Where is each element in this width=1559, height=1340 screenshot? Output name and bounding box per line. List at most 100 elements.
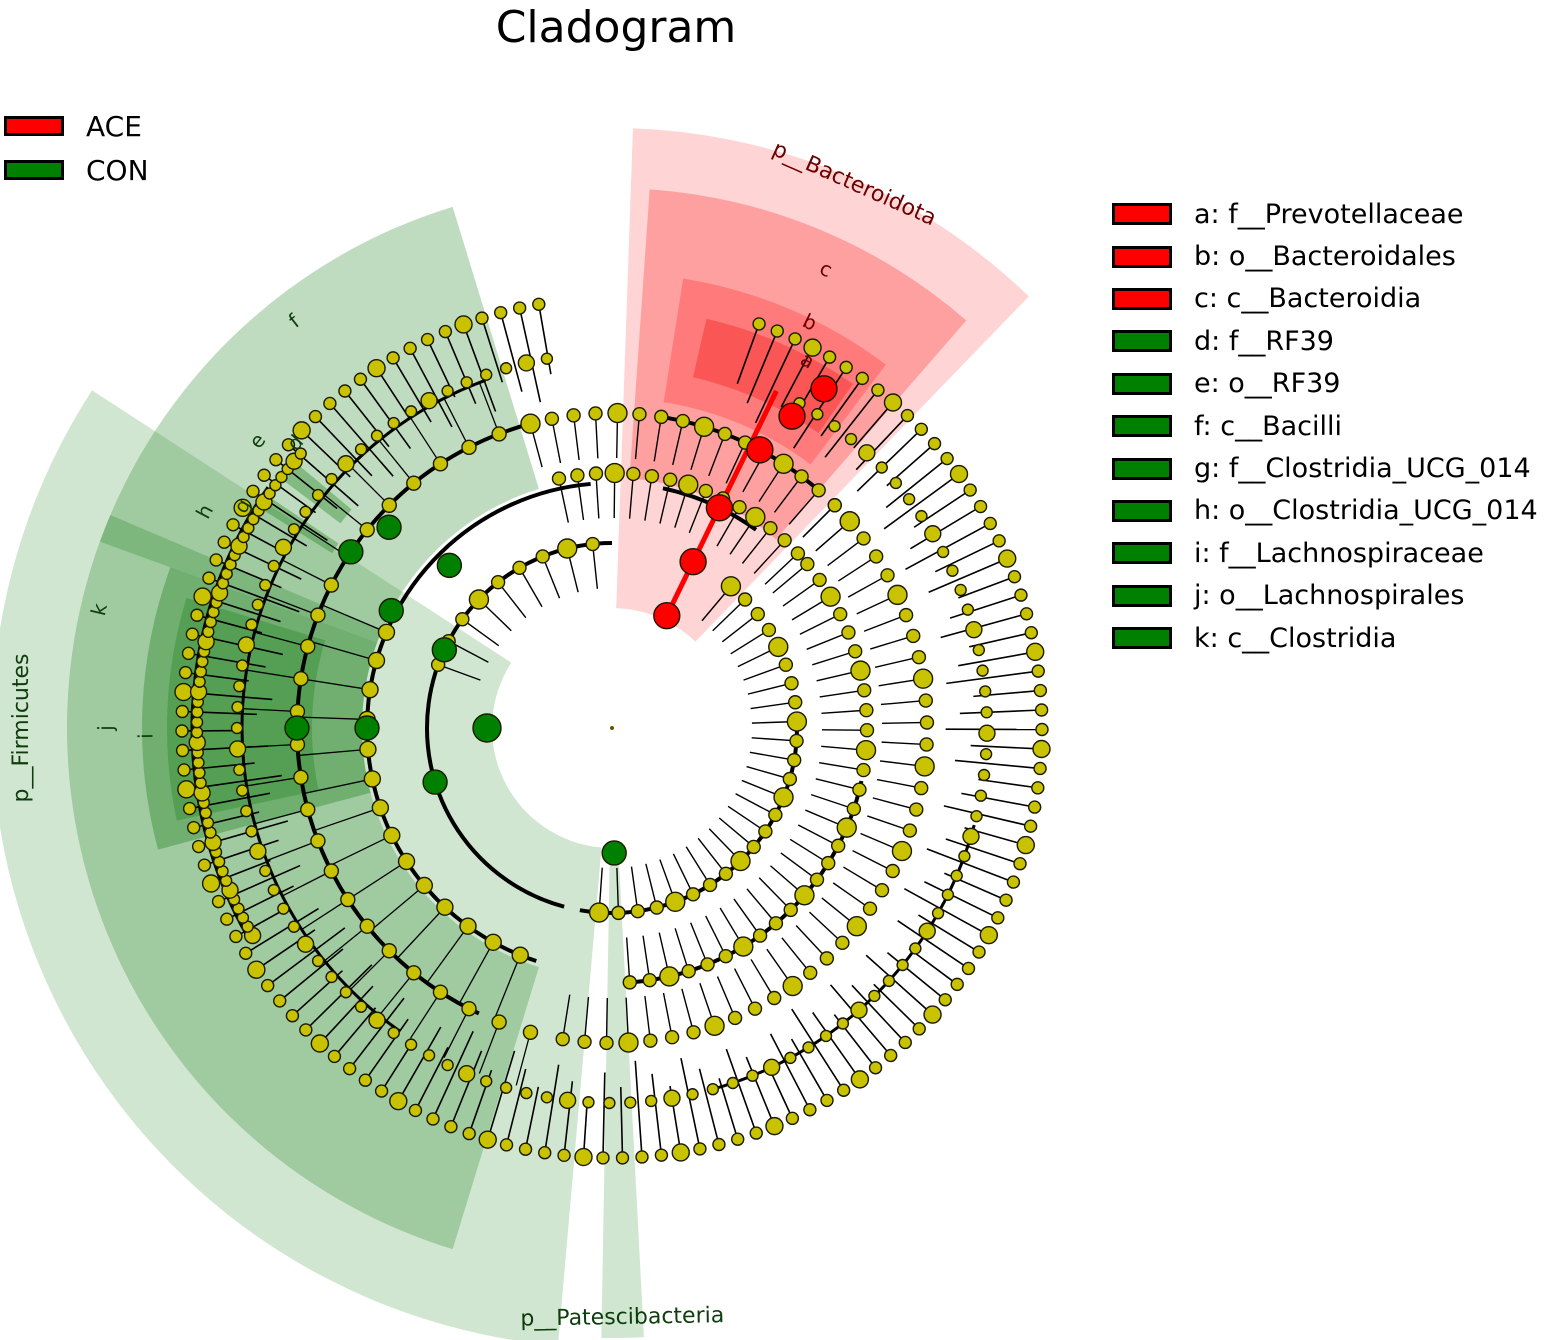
leaf-node: [1033, 761, 1047, 776]
tree-branch: [934, 542, 995, 573]
leaf-node: [202, 571, 216, 585]
leaf-node: [671, 1143, 690, 1162]
tree-branch: [853, 406, 890, 449]
leaf-node: [540, 352, 554, 365]
tree-branch: [943, 805, 1025, 826]
leaf-node: [233, 498, 252, 518]
tree-branch: [324, 925, 368, 962]
tree-branch: [773, 480, 799, 513]
inner-node: [874, 883, 890, 898]
inner-node: [678, 474, 699, 495]
leaf-node: [367, 358, 386, 378]
leaf-node: [194, 776, 207, 790]
tree-branch: [725, 447, 744, 484]
leaf-node: [839, 360, 853, 375]
tree-branch: [619, 1086, 624, 1152]
leaf-node: [354, 1000, 368, 1013]
leaf-node: [977, 768, 991, 782]
leaf-node: [992, 534, 1006, 548]
tree-branch: [242, 743, 298, 749]
key-swatch: [1112, 499, 1172, 522]
inner-node: [821, 855, 836, 871]
tree-branch: [810, 793, 849, 808]
inner-node: [718, 866, 734, 881]
tree-branch: [697, 837, 723, 870]
leaf-node: [230, 721, 244, 735]
key-label: f: c__Bacilli: [1194, 410, 1342, 442]
leaf-node: [368, 1011, 386, 1029]
leaf-node: [1035, 722, 1049, 737]
leaf-node: [868, 1061, 883, 1075]
tree-branch: [750, 959, 772, 994]
group-legend: ACE CON: [4, 104, 149, 192]
leaf-node: [478, 1130, 497, 1149]
leaf-node: [175, 724, 189, 738]
leaf-node: [441, 1058, 454, 1072]
inner-node: [811, 483, 826, 498]
leaf-node: [190, 726, 204, 739]
tree-branch: [856, 432, 918, 492]
tree-branch: [860, 832, 897, 850]
inner-node: [300, 801, 316, 818]
leaf-node: [949, 464, 969, 484]
tree-branch: [716, 512, 738, 547]
leaf-node: [1007, 570, 1022, 584]
inner-node: [812, 572, 827, 588]
inner-node: [730, 850, 751, 872]
inner-node: [371, 799, 390, 817]
leaf-node: [233, 679, 246, 693]
inner-node: [585, 536, 600, 552]
leaf-node: [190, 608, 204, 622]
tree-branch: [743, 666, 781, 681]
tree-branch: [745, 1056, 773, 1121]
tree-branch: [628, 479, 634, 519]
leaf-node: [961, 603, 975, 616]
leaf-node: [387, 1026, 400, 1040]
tree-branch: [297, 716, 368, 721]
leaf-node: [752, 317, 766, 331]
tree-branch: [718, 817, 750, 844]
clade-wedge-patescibacteria: [601, 847, 644, 1338]
biomarker-node-f: [431, 637, 458, 663]
leaf-node: [337, 455, 355, 473]
inner-node: [891, 840, 913, 862]
tree-branch: [552, 424, 562, 464]
tree-branch: [625, 937, 631, 977]
inner-node: [835, 935, 850, 951]
leaf-node: [275, 470, 288, 484]
tree-branch: [865, 954, 929, 1012]
tree-branch: [282, 870, 332, 897]
tree-branch: [674, 490, 688, 528]
inner-node: [912, 668, 934, 689]
leaf-node: [875, 461, 888, 474]
leaf-node: [654, 1148, 669, 1162]
leaf-node: [444, 1119, 458, 1134]
key-swatch: [1112, 245, 1172, 268]
key-swatch: [1112, 584, 1172, 607]
clade-label-j: j: [94, 725, 118, 732]
leaf-node: [370, 429, 384, 442]
tree-branch: [690, 922, 706, 960]
inner-node: [885, 863, 900, 879]
leaf-node: [257, 468, 271, 482]
legend-item-ace: ACE: [4, 104, 149, 148]
leaf-node: [287, 920, 301, 933]
clade-label-i: i: [134, 733, 158, 739]
biomarker-node-e: [436, 552, 463, 579]
tree-branch: [978, 778, 1032, 788]
tree-branch: [595, 419, 599, 459]
inner-node: [859, 703, 874, 718]
leaf-node: [422, 1049, 436, 1062]
inner-node: [397, 852, 416, 871]
inner-node: [340, 891, 356, 908]
leaf-node: [983, 516, 997, 531]
inner-node: [566, 408, 581, 423]
leaf-node: [762, 1058, 781, 1077]
tree-branch: [458, 941, 494, 1004]
chart-title: Cladogram: [495, 2, 737, 53]
inner-node: [787, 695, 803, 710]
tree-branch: [780, 352, 811, 408]
key-swatch: [1112, 415, 1172, 438]
leaf-node: [325, 472, 338, 486]
inner-node: [830, 838, 846, 853]
